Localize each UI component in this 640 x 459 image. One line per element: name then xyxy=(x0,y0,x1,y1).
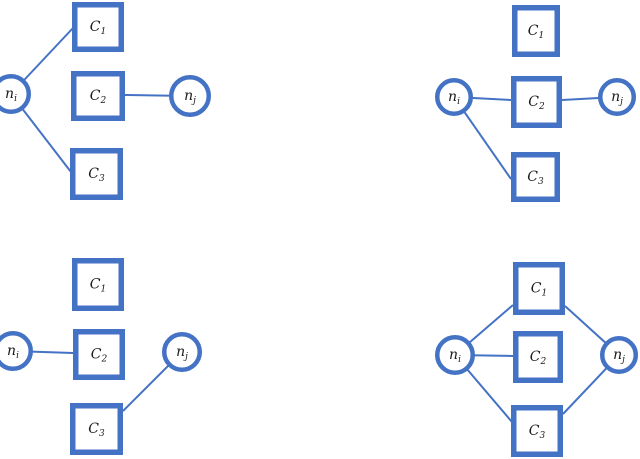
node-square-C2 xyxy=(511,76,562,128)
node-label-ni: ni xyxy=(449,347,461,365)
node-label-nj: nj xyxy=(613,347,625,365)
node-label-C1: C1 xyxy=(90,277,106,295)
node-label-ni: ni xyxy=(448,89,460,107)
node-square-C1 xyxy=(72,258,124,311)
node-circle-nj xyxy=(598,78,636,116)
node-square-C3 xyxy=(70,403,123,455)
node-label-C2: C2 xyxy=(530,349,547,367)
node-label-C2: C2 xyxy=(91,347,108,365)
node-square-C1 xyxy=(512,5,560,57)
node-square-C3 xyxy=(511,152,560,202)
node-label-C1: C1 xyxy=(90,19,106,37)
node-square-C2 xyxy=(513,331,563,383)
node-circle-ni xyxy=(0,331,33,371)
node-circle-nj xyxy=(169,75,211,117)
node-label-C2: C2 xyxy=(528,94,545,112)
node-square-C3 xyxy=(511,405,563,457)
node-label-C3: C3 xyxy=(88,166,105,184)
node-label-C1: C1 xyxy=(528,23,544,41)
node-label-nj: nj xyxy=(184,88,196,106)
node-label-C3: C3 xyxy=(529,423,546,441)
node-circle-ni xyxy=(435,78,473,116)
node-circle-nj xyxy=(162,332,202,372)
node-label-ni: ni xyxy=(7,343,19,361)
node-label-nj: nj xyxy=(611,89,623,107)
node-label-C3: C3 xyxy=(527,169,544,187)
node-circle-ni xyxy=(0,74,31,114)
node-square-C2 xyxy=(71,71,125,121)
node-square-C2 xyxy=(73,329,125,380)
node-label-C3: C3 xyxy=(88,421,105,439)
node-square-C3 xyxy=(70,148,123,200)
node-square-C1 xyxy=(513,262,565,315)
node-label-ni: ni xyxy=(5,86,17,104)
node-label-C2: C2 xyxy=(90,88,107,106)
node-label-nj: nj xyxy=(176,344,188,362)
node-label-C1: C1 xyxy=(531,281,547,299)
node-circle-ni xyxy=(435,335,475,375)
node-circle-nj xyxy=(600,336,638,374)
node-square-C1 xyxy=(72,2,124,52)
